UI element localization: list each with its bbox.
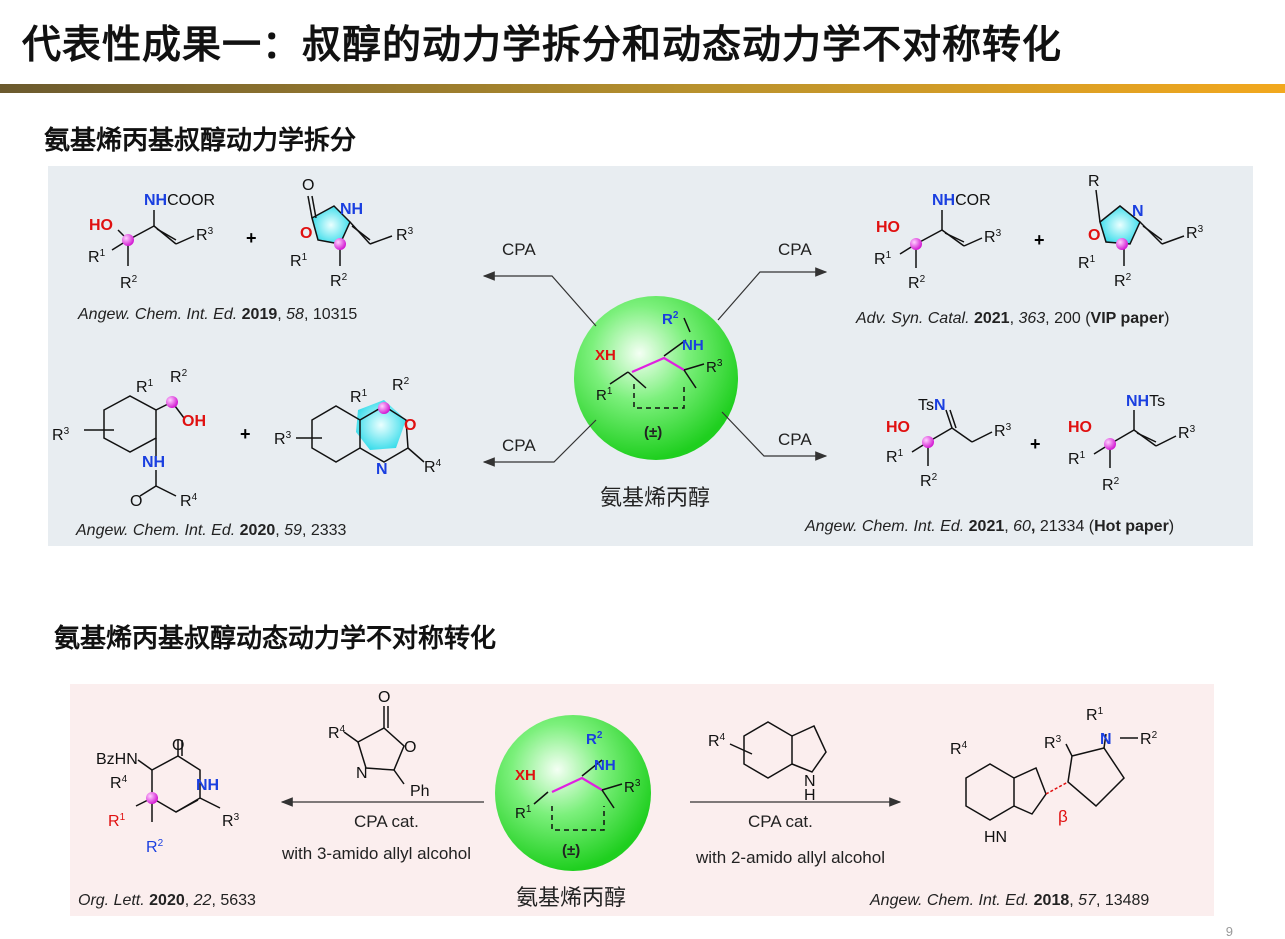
svg-text:R4: R4 <box>950 740 968 758</box>
svg-text:O: O <box>172 737 184 754</box>
svg-text:+: + <box>240 424 251 444</box>
indole-reagent <box>729 721 827 779</box>
svg-text:HO: HO <box>886 419 910 436</box>
left-condition-catalyst: CPA cat. <box>354 812 419 831</box>
reference-right: Angew. Chem. Int. Ed. 2018, 57, 13489 <box>870 892 1150 909</box>
amino-allyl-alcohol-structure-top <box>609 317 705 409</box>
svg-text:NH: NH <box>196 777 219 794</box>
svg-text:+: + <box>1030 434 1041 454</box>
svg-text:O: O <box>130 493 142 510</box>
svg-text:β: β <box>1058 807 1068 826</box>
reference-tl: Angew. Chem. Int. Ed. 2019, 58, 10315 <box>78 306 358 323</box>
svg-text:Ph: Ph <box>410 783 430 800</box>
right-condition-substrate: with 2-amido allyl alcohol <box>696 848 885 867</box>
svg-text:TsN: TsN <box>918 397 946 414</box>
svg-text:H: H <box>804 787 816 804</box>
reference-bl: Angew. Chem. Int. Ed. 2020, 59, 2333 <box>76 522 347 539</box>
svg-text:HN: HN <box>984 829 1007 846</box>
svg-text:R4: R4 <box>110 774 128 792</box>
reference-tr: Adv. Syn. Catal. 2021, 363, 200 (VIP pap… <box>856 310 1170 327</box>
center-compound-label-top: 氨基烯丙醇 <box>600 486 711 511</box>
racemic-label-top: (±) <box>644 424 663 441</box>
svg-text:O: O <box>1088 227 1100 244</box>
svg-text:R: R <box>1088 173 1100 190</box>
svg-text:O: O <box>378 689 390 706</box>
svg-text:NH: NH <box>594 757 616 774</box>
section1-title: 氨基烯丙基叔醇动力学拆分 <box>44 126 357 156</box>
svg-text:HO: HO <box>876 219 900 236</box>
svg-text:O: O <box>300 225 312 242</box>
cyclopentenyl-indole-product <box>965 733 1138 821</box>
svg-text:HO: HO <box>89 217 113 234</box>
svg-text:NHTs: NHTs <box>1126 393 1165 410</box>
racemate-sphere-top <box>574 296 738 460</box>
svg-text:R3: R3 <box>222 812 240 830</box>
svg-text:XH: XH <box>515 767 536 784</box>
cpa-label-left-top: CPA <box>502 240 536 259</box>
cpa-label-right-bottom: CPA <box>778 430 812 449</box>
racemic-label-bottom: (±) <box>562 842 581 859</box>
svg-text:N: N <box>804 773 816 790</box>
svg-text:O: O <box>404 739 416 756</box>
reference-br: Angew. Chem. Int. Ed. 2021, 60, 21334 (H… <box>805 518 1175 535</box>
cpa-label-right-top: CPA <box>778 240 812 259</box>
title-divider <box>0 84 1285 93</box>
cpa-label-left-bottom: CPA <box>502 436 536 455</box>
svg-text:NHCOOR: NHCOOR <box>144 192 215 209</box>
right-condition-catalyst: CPA cat. <box>748 812 813 831</box>
svg-text:N: N <box>356 765 368 782</box>
center-compound-label-bottom: 氨基烯丙醇 <box>516 886 627 911</box>
reference-left: Org. Lett. 2020, 22, 5633 <box>78 892 256 909</box>
svg-text:O: O <box>404 417 416 434</box>
svg-text:OH: OH <box>182 413 206 430</box>
svg-text:+: + <box>1034 230 1045 250</box>
svg-text:R4: R4 <box>708 732 726 750</box>
svg-text:HO: HO <box>1068 419 1092 436</box>
svg-text:R2: R2 <box>1140 730 1158 748</box>
svg-text:NH: NH <box>682 337 704 354</box>
svg-text:BzHN: BzHN <box>96 751 138 768</box>
svg-text:R4: R4 <box>328 724 346 742</box>
svg-text:NHCOR: NHCOR <box>932 192 991 209</box>
svg-text:+: + <box>246 228 257 248</box>
svg-text:R2: R2 <box>146 838 164 856</box>
svg-text:N: N <box>376 461 388 478</box>
page-title: 代表性成果一：叔醇的动力学拆分和动态动力学不对称转化 <box>22 23 1063 68</box>
svg-text:R3: R3 <box>1044 734 1062 752</box>
svg-text:N: N <box>1132 203 1144 220</box>
svg-text:R1: R1 <box>1086 706 1104 724</box>
svg-text:XH: XH <box>595 347 616 364</box>
amino-allyl-alcohol-structure-bottom <box>533 759 623 831</box>
svg-text:NH: NH <box>340 201 363 218</box>
svg-text:R1: R1 <box>108 812 126 830</box>
azlactone-reagent <box>343 706 405 785</box>
svg-text:NH: NH <box>142 454 165 471</box>
racemate-sphere-bottom <box>495 715 651 871</box>
section2-title: 氨基烯丙基叔醇动态动力学不对称转化 <box>54 624 497 654</box>
left-condition-substrate: with 3-amido allyl alcohol <box>282 844 471 863</box>
svg-text:O: O <box>302 177 314 194</box>
svg-text:N: N <box>1100 731 1112 748</box>
page-number: 9 <box>1225 924 1233 939</box>
